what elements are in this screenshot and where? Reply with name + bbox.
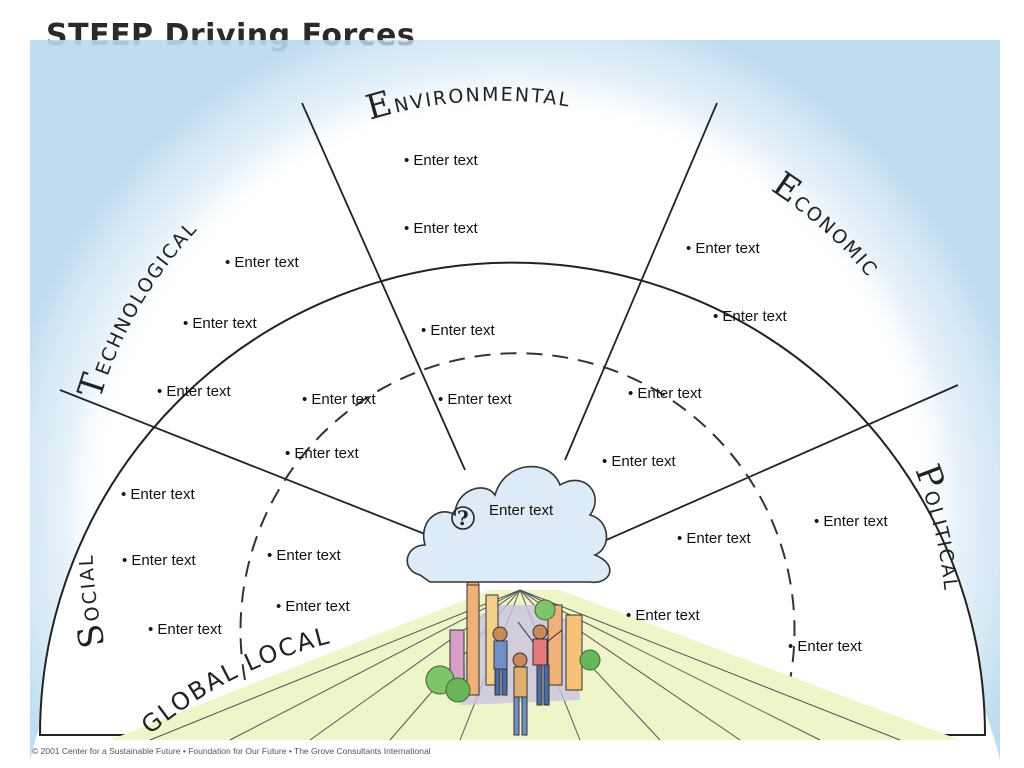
- social-outer-item-1[interactable]: Enter text: [121, 486, 194, 503]
- environmental-outer-item-1[interactable]: Enter text: [404, 152, 477, 169]
- social-outer-item-2[interactable]: Enter text: [122, 552, 195, 569]
- question-circle-icon: [451, 506, 475, 530]
- center-text-placeholder[interactable]: Enter text: [489, 502, 554, 519]
- technological-outer-item-2[interactable]: Enter text: [183, 315, 256, 332]
- segment-dividers: [59, 102, 959, 546]
- economic-inner-item-2[interactable]: Enter text: [602, 453, 675, 470]
- technological-inner-item-2[interactable]: Enter text: [285, 445, 358, 462]
- people-illustration: [492, 621, 563, 736]
- political-outer-item-1[interactable]: Enter text: [814, 513, 887, 530]
- political-inner-item-1[interactable]: Enter text: [677, 530, 750, 547]
- environmental-outer-item-2[interactable]: Enter text: [404, 220, 477, 237]
- economic-outer-item-2[interactable]: Enter text: [713, 308, 786, 325]
- economic-outer-item-1[interactable]: Enter text: [686, 240, 759, 257]
- technological-outer-item-3[interactable]: Enter text: [157, 383, 230, 400]
- economic-inner-item-1[interactable]: Enter text: [628, 385, 701, 402]
- technological-outer-item-1[interactable]: Enter text: [225, 254, 298, 271]
- city-illustration: [425, 559, 601, 703]
- environmental-inner-item-1[interactable]: Enter text: [421, 322, 494, 339]
- question-mark-icon: ?: [457, 506, 469, 530]
- political-outer-item-2[interactable]: Enter text: [788, 638, 861, 655]
- sky-wash: [30, 40, 1000, 760]
- technological-inner-item-1[interactable]: Enter text: [302, 391, 375, 408]
- political-inner-item-2[interactable]: Enter text: [626, 607, 699, 624]
- copyright-footer: © 2001 Center for a Sustainable Future •…: [32, 746, 431, 756]
- inner-dashed-ring: [239, 352, 796, 681]
- center-cloud: [406, 465, 611, 583]
- social-outer-item-3[interactable]: Enter text: [148, 621, 221, 638]
- social-inner-item-2[interactable]: Enter text: [276, 598, 349, 615]
- social-inner-item-1[interactable]: Enter text: [267, 547, 340, 564]
- environmental-inner-item-2[interactable]: Enter text: [438, 391, 511, 408]
